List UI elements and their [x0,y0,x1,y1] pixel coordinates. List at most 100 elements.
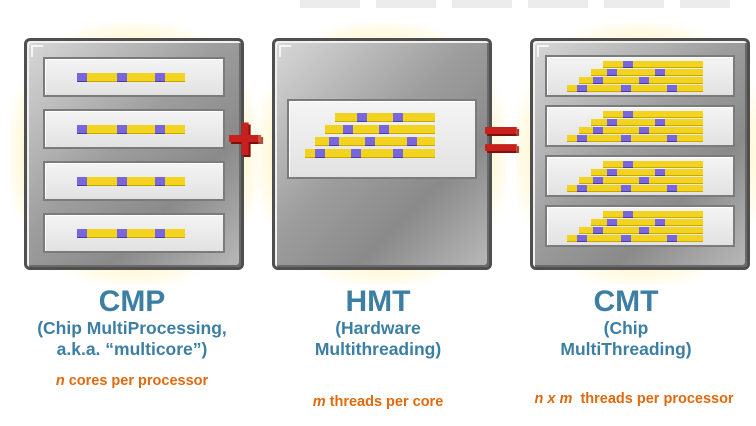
thread-segment [155,229,165,238]
thread-segment [623,211,633,218]
cmp-core-3 [43,161,225,201]
thread-segment [85,73,185,82]
thread-segment [623,111,633,118]
thread-segment [77,125,87,134]
thread-segment [623,161,633,168]
cmp-chip [10,24,258,284]
thread-segment [85,229,185,238]
cmt-footer-text: threads per processor [572,391,734,407]
thread-segment [77,229,87,238]
thread-segment [607,219,617,226]
thread-segment [117,73,127,82]
hmt-footer-variable: m [312,394,326,410]
cmt-chip [516,24,756,284]
thread-segment [407,137,417,146]
thread-segment [567,235,703,242]
thread-segment [155,125,165,134]
cmp-description-line-2: a.k.a. “multicore”) [56,339,208,359]
thread-segment [305,149,435,158]
thread-segment [639,127,649,134]
thread-segment [155,177,165,186]
hmt-description-line-1: (Hardware [335,318,421,338]
thread-segment [607,169,617,176]
cmt-label-group: CMT (Chip MultiThreading) n x m threads … [496,286,756,426]
cmp-core-4 [43,213,225,253]
hmt-chip [258,24,506,284]
thread-segment [655,119,665,126]
thread-segment [77,177,87,186]
thread-segment [603,161,703,168]
thread-segment [117,177,127,186]
thread-segment [593,127,603,134]
cmt-core-3 [545,155,735,197]
thread-segment [379,125,389,134]
cmt-core-1 [545,55,735,97]
thread-segment [567,85,703,92]
thread-segment [577,185,587,192]
thread-segment [343,125,353,134]
cmt-description-line-1: (Chip [603,318,649,338]
cmt-core-4 [545,205,735,247]
cmp-chip-body [24,38,244,270]
thread-segment [117,229,127,238]
cmp-footer-variable: n [55,373,65,389]
thread-segment [621,85,631,92]
thread-segment [85,125,185,134]
cmp-footer: n cores per processor [0,372,264,390]
thread-segment [577,235,587,242]
thread-segment [623,61,633,68]
thread-segment [393,113,403,122]
thread-segment [593,77,603,84]
top-decorative-strip [300,0,730,8]
hmt-chip-body [272,38,492,270]
cmt-title: CMT [593,285,659,318]
thread-segment [655,69,665,76]
equals-operator: = [482,102,520,174]
hmt-description-line-2: Multithreading) [314,339,442,359]
thread-segment [591,119,703,126]
thread-segment [155,73,165,82]
cmp-core-2 [43,109,225,149]
thread-segment [667,135,677,142]
thread-segment [603,211,703,218]
thread-segment [567,185,703,192]
cmt-footer: n x m threads per processor [496,372,756,426]
hmt-footer: m threads per core [260,393,496,411]
cmt-description-line-2: MultiThreading) [560,339,692,359]
thread-segment [639,227,649,234]
thread-segment [639,77,649,84]
hmt-label-group: HMT (Hardware Multithreading) m threads … [260,286,496,411]
thread-segment [591,169,703,176]
thread-segment [335,113,435,122]
thread-segment [393,149,403,158]
thread-segment [621,185,631,192]
cmp-footer-text: cores per processor [64,373,209,389]
thread-segment [621,135,631,142]
hmt-footer-text: threads per core [325,394,444,410]
thread-segment [577,85,587,92]
cmp-label-group: CMP (Chip MultiProcessing, a.k.a. “multi… [0,286,264,390]
thread-segment [607,119,617,126]
hmt-title: HMT [345,285,411,318]
thread-segment [329,137,339,146]
thread-segment [667,235,677,242]
thread-segment [603,61,703,68]
cmp-description-line-1: (Chip MultiProcessing, [37,318,227,338]
thread-segment [315,137,435,146]
thread-segment [593,177,603,184]
thread-segment [655,169,665,176]
thread-segment [577,135,587,142]
thread-segment [667,85,677,92]
thread-segment [567,135,703,142]
thread-segment [607,69,617,76]
plus-operator: + [226,102,264,174]
cmt-chip-body [530,38,750,270]
thread-segment [591,69,703,76]
thread-segment [591,219,703,226]
thread-segment [117,125,127,134]
thread-segment [593,227,603,234]
thread-segment [315,149,325,158]
cmp-title: CMP [98,285,166,318]
thread-segment [77,73,87,82]
cmp-core-1 [43,57,225,97]
